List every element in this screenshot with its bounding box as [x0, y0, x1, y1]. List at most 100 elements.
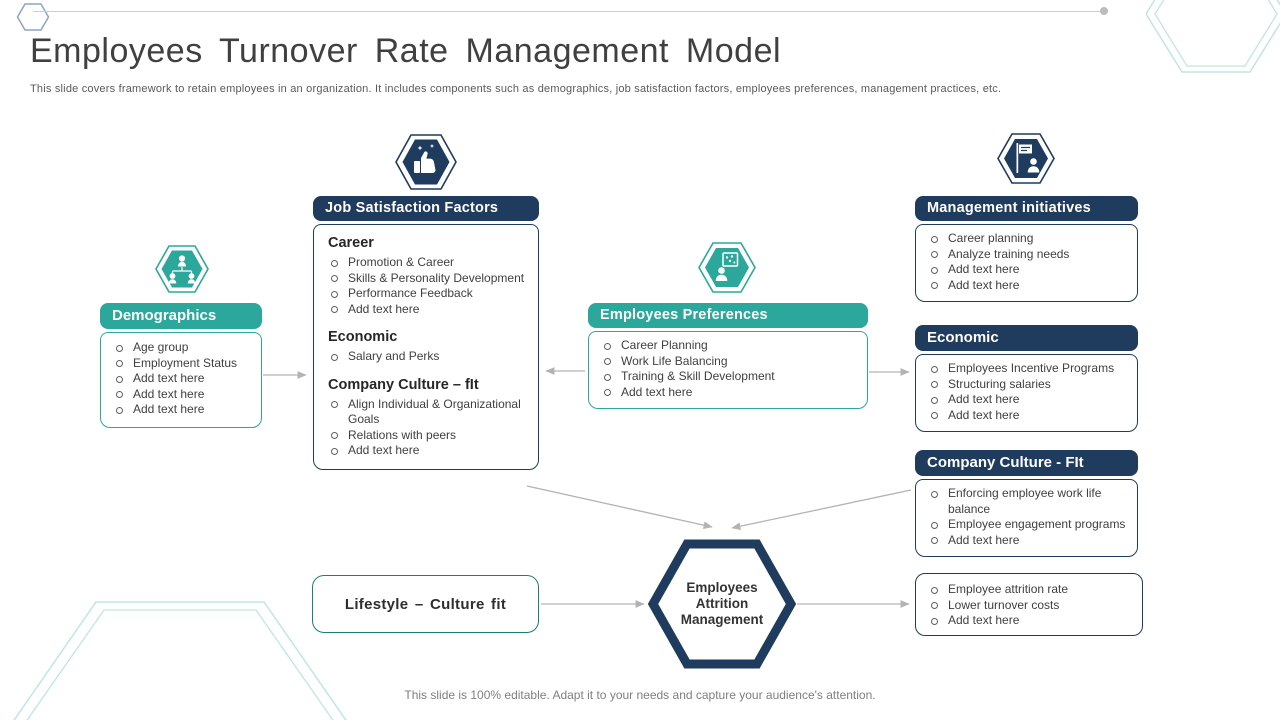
list-item: Add text here: [926, 392, 1133, 408]
connector-job-satisfaction-to-attrition: [526, 485, 713, 529]
circle-bullet-icon: [931, 490, 938, 498]
company-culture-card-header: Company Culture - FIt: [915, 450, 1138, 476]
list-item: Relations with peers: [326, 428, 528, 444]
management-initiatives-card: Management initiatives Career planning A…: [915, 196, 1138, 302]
circle-bullet-icon: [331, 353, 338, 361]
list-item: Add text here: [111, 387, 253, 403]
employees-attrition-hexagon: Employees Attrition Management: [647, 537, 797, 671]
employees-preferences-card: Employees Preferences Career Planning Wo…: [588, 303, 868, 409]
circle-bullet-icon: [116, 391, 123, 398]
list-item: Add text here: [926, 408, 1133, 424]
page-subtitle: This slide covers framework to retain em…: [30, 83, 1002, 95]
management-initiatives-card-header: Management initiatives: [915, 196, 1138, 221]
attrition-label: Employees Attrition Management: [680, 580, 764, 627]
circle-bullet-icon: [331, 447, 338, 455]
economic-section-list: Salary and Perks: [326, 349, 528, 365]
circle-bullet-icon: [604, 342, 611, 350]
job-satisfaction-card-header: Job Satisfaction Factors: [313, 196, 539, 221]
list-item: Employment Status: [111, 356, 253, 372]
list-item: Add text here: [111, 402, 253, 418]
list-item: Employee engagement programs: [926, 517, 1133, 533]
presentation-flag-icon: [996, 131, 1056, 191]
list-item: Analyze training needs: [926, 247, 1131, 263]
economic-card: Economic Employees Incentive Programs St…: [915, 325, 1138, 432]
list-item: Add text here: [326, 302, 528, 318]
circle-bullet-icon: [931, 602, 938, 609]
list-item: Add text here: [599, 385, 859, 401]
circle-bullet-icon: [604, 373, 611, 381]
circle-bullet-icon: [331, 401, 338, 408]
circle-bullet-icon: [931, 266, 938, 274]
thumbs-up-icon: [394, 131, 458, 198]
circle-bullet-icon: [931, 586, 938, 594]
employees-preferences-card-header: Employees Preferences: [588, 303, 868, 328]
list-item: Lower turnover costs: [926, 598, 1132, 614]
circle-bullet-icon: [331, 306, 338, 313]
company-culture-section-list: Align Individual & Organizational Goals …: [326, 397, 528, 459]
circle-bullet-icon: [331, 290, 338, 298]
circle-bullet-icon: [931, 412, 938, 419]
circle-bullet-icon: [931, 521, 938, 529]
list-item: Add text here: [926, 613, 1132, 629]
list-item: Employee attrition rate: [926, 582, 1132, 598]
page-title: Employees Turnover Rate Management Model: [30, 32, 782, 70]
economic-card-header: Economic: [915, 325, 1138, 351]
footer-note: This slide is 100% editable. Adapt it to…: [404, 688, 876, 702]
section-heading-career: Career: [328, 235, 374, 251]
circle-bullet-icon: [116, 360, 123, 367]
top-right-hexagon-decoration: [1146, 0, 1280, 73]
connector-company-culture-to-attrition: [731, 489, 912, 531]
demographics-card-header: Demographics: [100, 303, 262, 329]
list-item: Work Life Balancing: [599, 354, 859, 370]
circle-bullet-icon: [931, 251, 938, 258]
company-culture-list: Enforcing employee work life balance Emp…: [926, 486, 1133, 548]
company-culture-card: Company Culture - FIt Enforcing employee…: [915, 450, 1138, 557]
circle-bullet-icon: [331, 432, 338, 439]
list-item: Training & Skill Development: [599, 369, 859, 385]
outcomes-list: Employee attrition rate Lower turnover c…: [926, 582, 1132, 629]
circle-bullet-icon: [604, 358, 611, 365]
list-item: Skills & Personality Development: [326, 271, 528, 287]
lifestyle-culture-fit-box: Lifestyle – Culture fit: [312, 575, 539, 633]
employees-preferences-list: Career Planning Work Life Balancing Trai…: [599, 338, 859, 400]
list-item: Add text here: [926, 533, 1133, 549]
economic-list: Employees Incentive Programs Structuring…: [926, 361, 1133, 423]
circle-bullet-icon: [116, 406, 123, 414]
circle-bullet-icon: [931, 235, 938, 243]
person-chart-icon: [697, 240, 757, 300]
management-initiatives-list: Career planning Analyze training needs A…: [926, 231, 1131, 293]
outcomes-box: Employee attrition rate Lower turnover c…: [915, 573, 1143, 636]
circle-bullet-icon: [931, 381, 938, 388]
top-rule-line: [33, 11, 1101, 12]
top-rule-end-dot: [1100, 7, 1108, 15]
list-item: Employees Incentive Programs: [926, 361, 1133, 377]
list-item: Add text here: [926, 262, 1131, 278]
circle-bullet-icon: [331, 259, 338, 267]
circle-bullet-icon: [116, 344, 123, 352]
career-list: Promotion & Career Skills & Personality …: [326, 255, 528, 317]
list-item: Salary and Perks: [326, 349, 528, 365]
list-item: Performance Feedback: [326, 286, 528, 302]
circle-bullet-icon: [604, 389, 611, 396]
list-item: Add text here: [926, 278, 1131, 294]
circle-bullet-icon: [931, 537, 938, 544]
list-item: Align Individual & Organizational Goals: [326, 397, 528, 428]
circle-bullet-icon: [931, 282, 938, 289]
list-item: Age group: [111, 340, 253, 356]
section-heading-company-culture: Company Culture – fIt: [328, 376, 479, 393]
circle-bullet-icon: [931, 396, 938, 404]
lifestyle-label: Lifestyle – Culture fit: [344, 595, 507, 613]
demographics-card: Demographics Age group Employment Status…: [100, 303, 262, 428]
circle-bullet-icon: [931, 365, 938, 373]
circle-bullet-icon: [931, 617, 938, 625]
circle-bullet-icon: [331, 275, 338, 282]
list-item: Add text here: [326, 443, 528, 459]
hexagon-shape: [647, 539, 797, 669]
list-item: Career planning: [926, 231, 1131, 247]
circle-bullet-icon: [116, 375, 123, 383]
list-item: Structuring salaries: [926, 377, 1133, 393]
team-hierarchy-icon: [154, 243, 210, 300]
section-heading-economic: Economic: [328, 329, 398, 345]
list-item: Career Planning: [599, 338, 859, 354]
